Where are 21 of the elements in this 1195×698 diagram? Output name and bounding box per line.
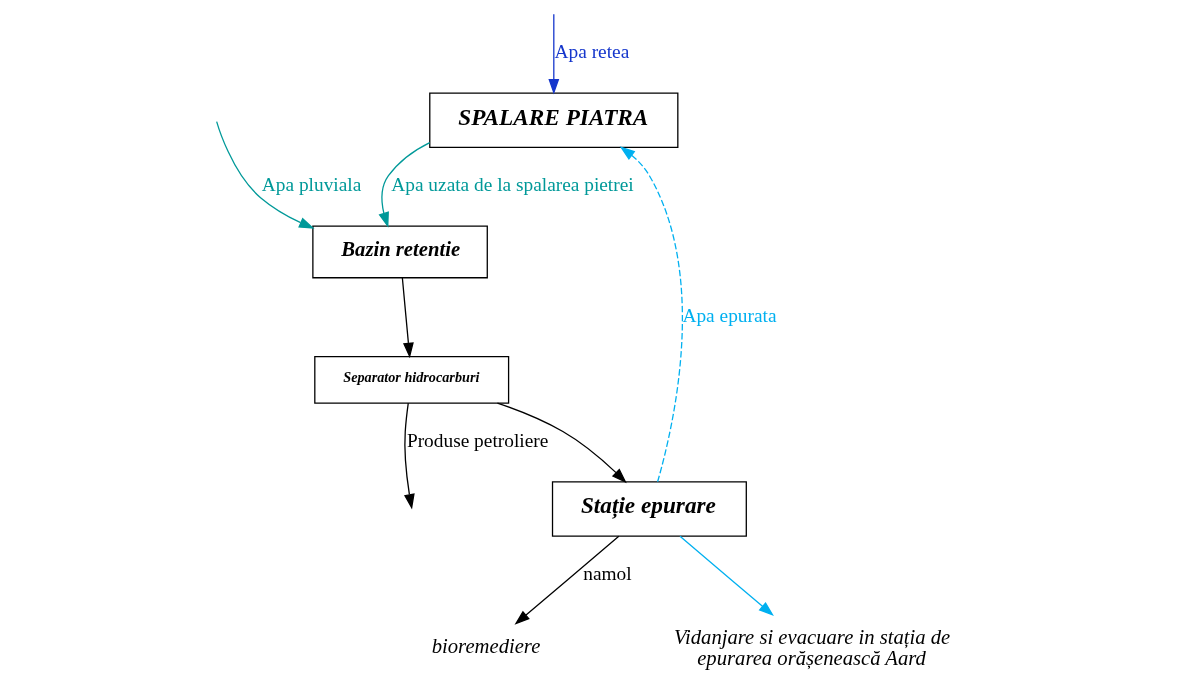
- edge-label: namol: [583, 563, 632, 585]
- arrow: [404, 402, 415, 510]
- arrow: [401, 277, 414, 359]
- arrow: [514, 535, 620, 625]
- arrow: [548, 13, 560, 95]
- arrow: [378, 141, 431, 228]
- arrow: [496, 402, 627, 484]
- edge-label: Produse petroliere: [406, 430, 549, 451]
- edge-label: Apa uzata de la spalarea pietrei: [391, 174, 634, 196]
- node-box: Stație epurare: [551, 481, 747, 537]
- edge-label: Apa epurata: [682, 304, 777, 326]
- node-box: SPALARE PIATRA: [429, 92, 679, 148]
- node-text: bioremediere: [431, 635, 541, 658]
- node-box: Separator hidrocarburi: [314, 355, 510, 404]
- arrow: [216, 120, 315, 229]
- node-text: Vidanjare si evacuare in stația de epurarea orășenească Aard: [673, 626, 951, 670]
- arrow: [619, 146, 684, 483]
- edge-label: Apa retea: [554, 41, 630, 63]
- arrow: [679, 535, 774, 617]
- edge-label: Apa pluviala: [261, 174, 362, 196]
- node-box: Bazin retentie: [312, 225, 488, 279]
